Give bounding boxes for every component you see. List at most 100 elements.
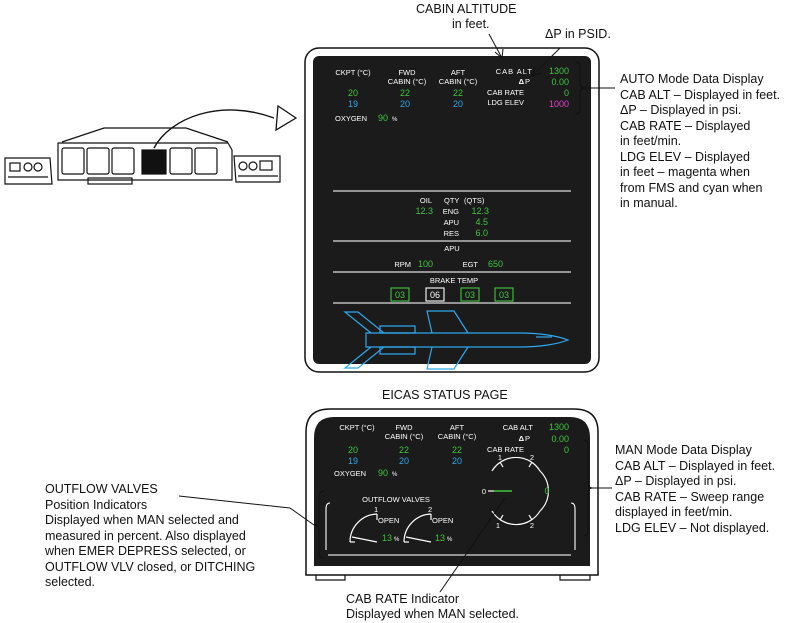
- bottom-cab-rate-value: 0: [564, 445, 569, 455]
- aircraft-tail-lower: [343, 346, 385, 369]
- top-display-screen: [313, 56, 591, 364]
- res-label: RES: [444, 229, 459, 238]
- bottom-aft-label-2: CABIN (°C): [438, 432, 477, 441]
- oil-label: OIL: [420, 196, 432, 205]
- brake-box-3: [460, 287, 480, 302]
- outflow-valve-1-open: OPEN: [378, 516, 399, 525]
- cab-rate-scale-1-down: 1: [496, 521, 500, 530]
- outflow-line-5: when EMER DEPRESS selected, or: [45, 544, 246, 558]
- top-oxygen-label: OXYGEN: [335, 114, 367, 123]
- callout-cabin-altitude-unit: in feet.: [452, 17, 490, 31]
- man-mode-line-3: ΔP – Displayed in psi.: [615, 474, 737, 488]
- right-console-knob-2: [248, 161, 258, 171]
- left-console-gauge: [9, 162, 21, 172]
- top-dp-value: 0.00: [551, 77, 569, 87]
- bottom-cab-alt-value: 1300: [549, 422, 569, 432]
- top-ldg-elev-value: 1000: [549, 99, 569, 109]
- top-aft-set: 20: [453, 99, 463, 109]
- outflow-valve-2-open: OPEN: [432, 516, 453, 525]
- panel-display-2: [86, 147, 110, 175]
- right-console-knob-1: [238, 161, 248, 171]
- brake-box-4: [494, 287, 514, 302]
- apu-egt-label: EGT: [463, 260, 479, 269]
- delta-p-leader: [531, 47, 561, 77]
- outflow-line-4: measured in percent. Also displayed: [45, 528, 246, 543]
- cab-rate-scale-1-up: 1: [498, 453, 502, 462]
- outflow-valve-1-percent: 13: [382, 533, 392, 543]
- panel-display-eicas-highlighted: [141, 149, 167, 175]
- auto-mode-line-8: from FMS and cyan when: [620, 180, 763, 195]
- top-ldg-elev-label: LDG ELEV: [487, 98, 524, 107]
- eicas-status-page-caption: EICAS STATUS PAGE: [382, 388, 508, 402]
- bottom-dp-label: P: [525, 434, 530, 443]
- outflow-valve-2-percent: 13: [435, 533, 445, 543]
- apu-title: APU: [444, 244, 459, 253]
- bottom-oxygen-unit: %: [392, 472, 398, 478]
- top-fwd-set: 20: [400, 99, 410, 109]
- cab-rate-tick-2-down: [528, 514, 533, 521]
- right-console-gauge: [259, 160, 273, 171]
- outflow-leader-to-text: [178, 495, 291, 509]
- brake-value-2: 06: [430, 290, 440, 300]
- aircraft-fuselage: [365, 332, 570, 348]
- cab-rate-scale-2-down: 2: [530, 521, 534, 530]
- top-fwd-label-2: CABIN (°C): [388, 77, 427, 86]
- panel-display-1: [61, 147, 85, 175]
- bottom-aft-set: 20: [452, 456, 462, 466]
- qty-label: QTY: [444, 196, 459, 205]
- pointer-arrow-curve: [153, 109, 275, 149]
- top-aft-label-1: AFT: [451, 68, 466, 77]
- bottom-display-content: CKPT (°C) FWD CABIN (°C) AFT CABIN (°C) …: [325, 422, 576, 556]
- cockpit-panel-illustration: [4, 127, 281, 185]
- bottom-oxygen-value: 90: [378, 468, 388, 478]
- top-cab-rate-value: 0: [564, 88, 569, 98]
- cab-rate-indicator-leader: [439, 497, 506, 593]
- glareshield: [61, 127, 229, 143]
- oil-value: 12.3: [415, 206, 433, 216]
- brake-value-4: 03: [499, 290, 509, 300]
- callout-delta-p: ΔP in PSID.: [545, 27, 611, 42]
- top-cab-rate-label: CAB RATE: [487, 88, 524, 97]
- bottom-dp-value: 0.00: [551, 434, 569, 444]
- res-value: 6.0: [475, 228, 488, 238]
- auto-mode-line-1: AUTO Mode Data Display: [620, 72, 764, 86]
- apu-egt-value: 650: [488, 259, 503, 269]
- bottom-aft-actual: 22: [452, 445, 462, 455]
- bottom-cab-alt-label: CAB ALT: [503, 423, 534, 432]
- man-mode-line-4: CAB RATE – Sweep range: [615, 489, 765, 504]
- top-aft-label-2: CABIN (°C): [439, 77, 478, 86]
- cab-rate-arc-top: [491, 456, 541, 472]
- auto-mode-line-4: CAB RATE – Displayed: [620, 118, 751, 133]
- outflow-valve-1-number: 1: [374, 505, 378, 514]
- eng-value: 12.3: [471, 206, 489, 216]
- auto-mode-line-7: in feet – magenta when: [620, 165, 750, 179]
- outflow-line-2: Position Indicators: [45, 497, 148, 512]
- cabin-altitude-leader: [488, 33, 503, 59]
- brake-box-2: [425, 287, 445, 302]
- top-cab-alt-value: 1300: [549, 66, 569, 76]
- brake-temp-title: BRAKE TEMP: [430, 276, 478, 285]
- apu-rpm-label: RPM: [394, 260, 411, 269]
- man-mode-line-1: MAN Mode Data Display: [615, 443, 752, 457]
- outflow-valve-2-needle: [405, 536, 432, 543]
- bottom-ckpt-label: CKPT (°C): [339, 423, 375, 432]
- brake-value-1: 03: [395, 290, 405, 300]
- cab-rate-tick-2-up: [528, 461, 533, 468]
- cab-rate-gauge: [488, 456, 549, 526]
- bottom-aft-label-1: AFT: [450, 423, 465, 432]
- bottom-fwd-set: 20: [399, 456, 409, 466]
- top-ckpt-set: 19: [348, 99, 358, 109]
- pointer-arrow-head: [275, 104, 298, 132]
- bottom-display-screen: [314, 417, 590, 566]
- panel-display-6: [194, 147, 218, 175]
- bottom-dp-symbol: Δ: [519, 434, 525, 443]
- top-cab-alt-label: CAB ALT: [496, 67, 533, 76]
- cabin-altitude-leader-arrow: [494, 48, 504, 59]
- outflow-valve-2-unit: %: [447, 537, 453, 543]
- man-mode-line-2: CAB ALT – Displayed in feet.: [615, 458, 776, 473]
- callout-cabin-altitude-title: CABIN ALTITUDE: [416, 2, 517, 16]
- cab-rate-tick-1-up: [499, 461, 504, 468]
- bottom-fwd-actual: 22: [399, 445, 409, 455]
